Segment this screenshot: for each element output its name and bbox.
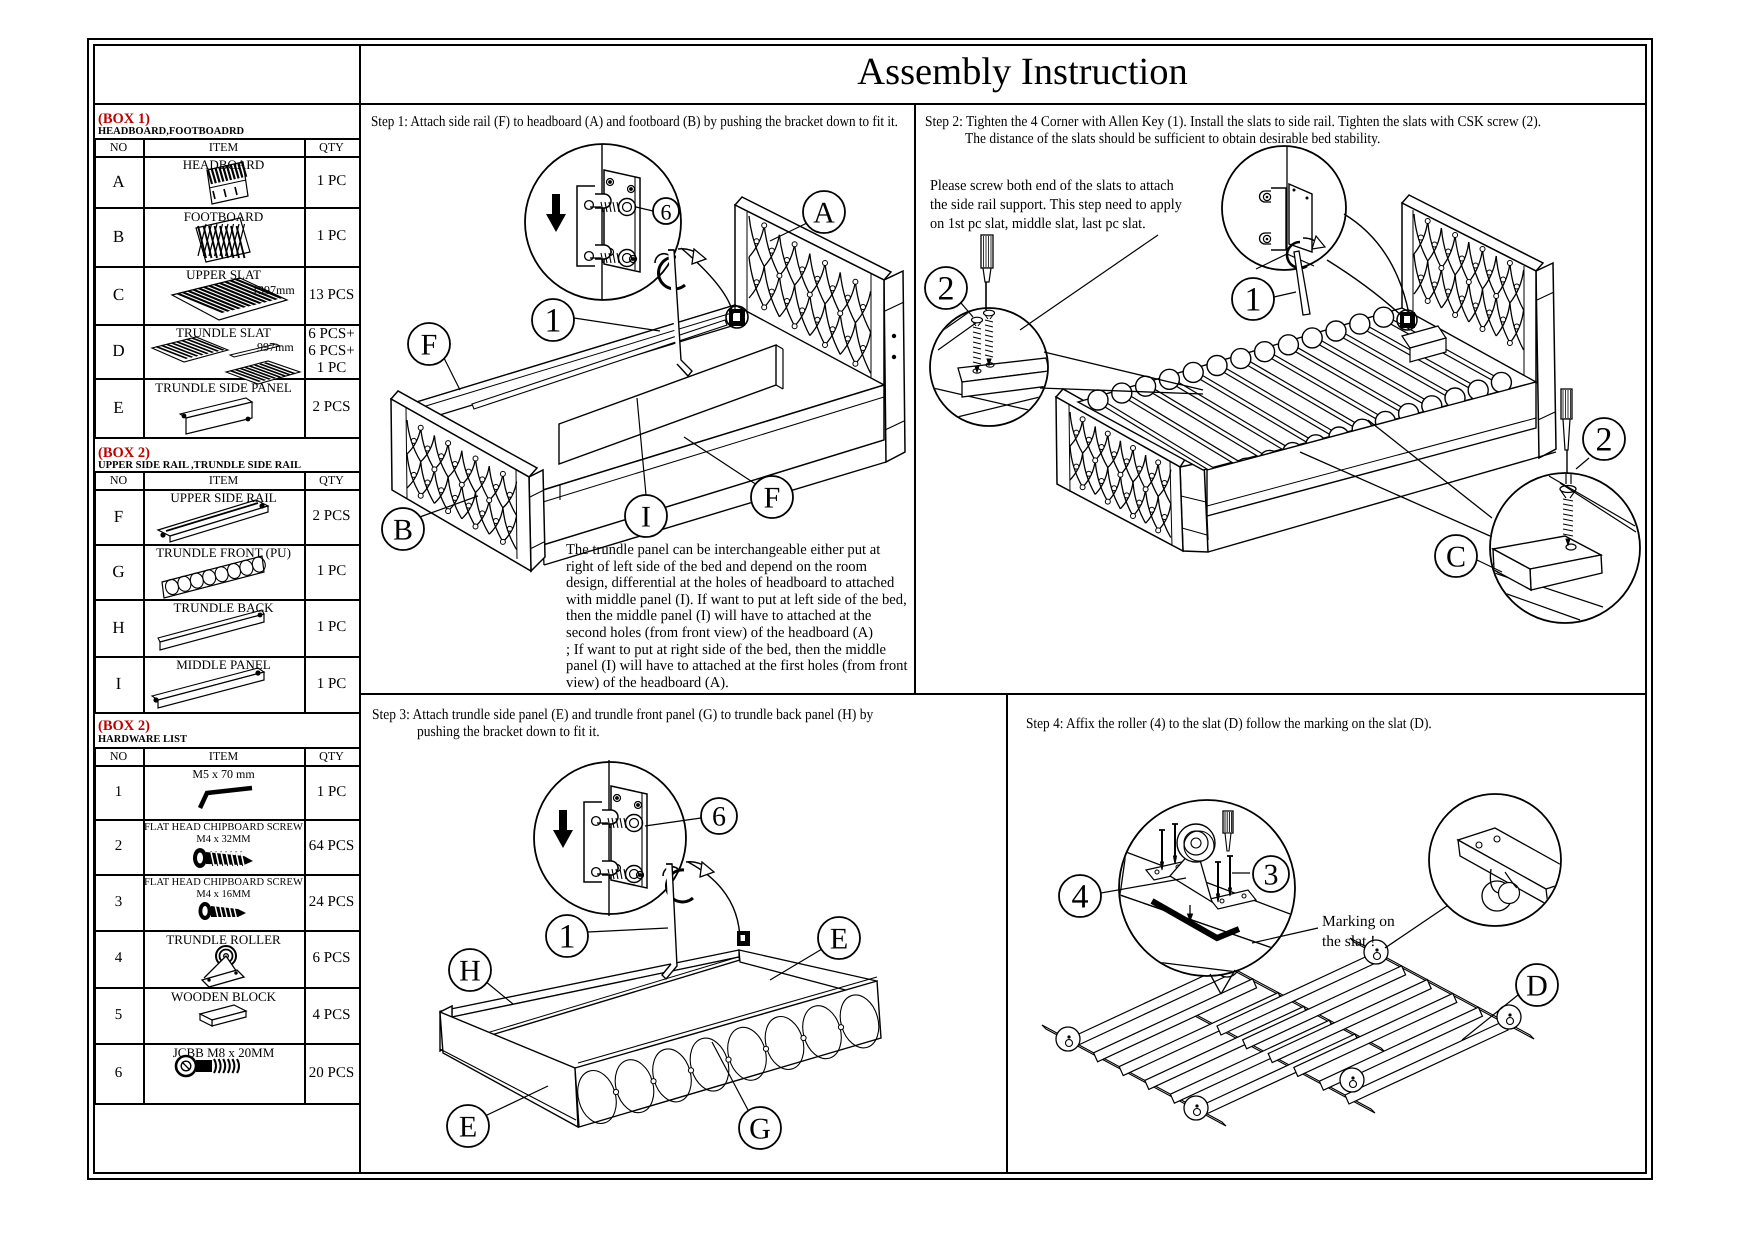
- svg-text:C: C: [1446, 541, 1466, 574]
- svg-text:1: 1: [545, 303, 562, 340]
- svg-text:2: 2: [1596, 422, 1613, 459]
- svg-text:1: 1: [1245, 282, 1262, 319]
- svg-text:I: I: [641, 501, 651, 534]
- svg-text:6: 6: [712, 802, 726, 833]
- svg-text:B: B: [393, 514, 413, 547]
- svg-text:6: 6: [661, 200, 672, 225]
- svg-text:E: E: [459, 1111, 477, 1144]
- svg-text:F: F: [421, 329, 438, 362]
- svg-text:1: 1: [559, 919, 576, 956]
- svg-text:3: 3: [1264, 859, 1279, 892]
- svg-text:2: 2: [938, 271, 955, 308]
- svg-text:4: 4: [1072, 879, 1089, 916]
- svg-text:A: A: [813, 197, 835, 230]
- svg-text:H: H: [459, 955, 481, 988]
- svg-text:F: F: [764, 482, 781, 515]
- svg-text:D: D: [1526, 970, 1548, 1003]
- svg-text:E: E: [830, 923, 848, 956]
- svg-text:G: G: [749, 1113, 771, 1146]
